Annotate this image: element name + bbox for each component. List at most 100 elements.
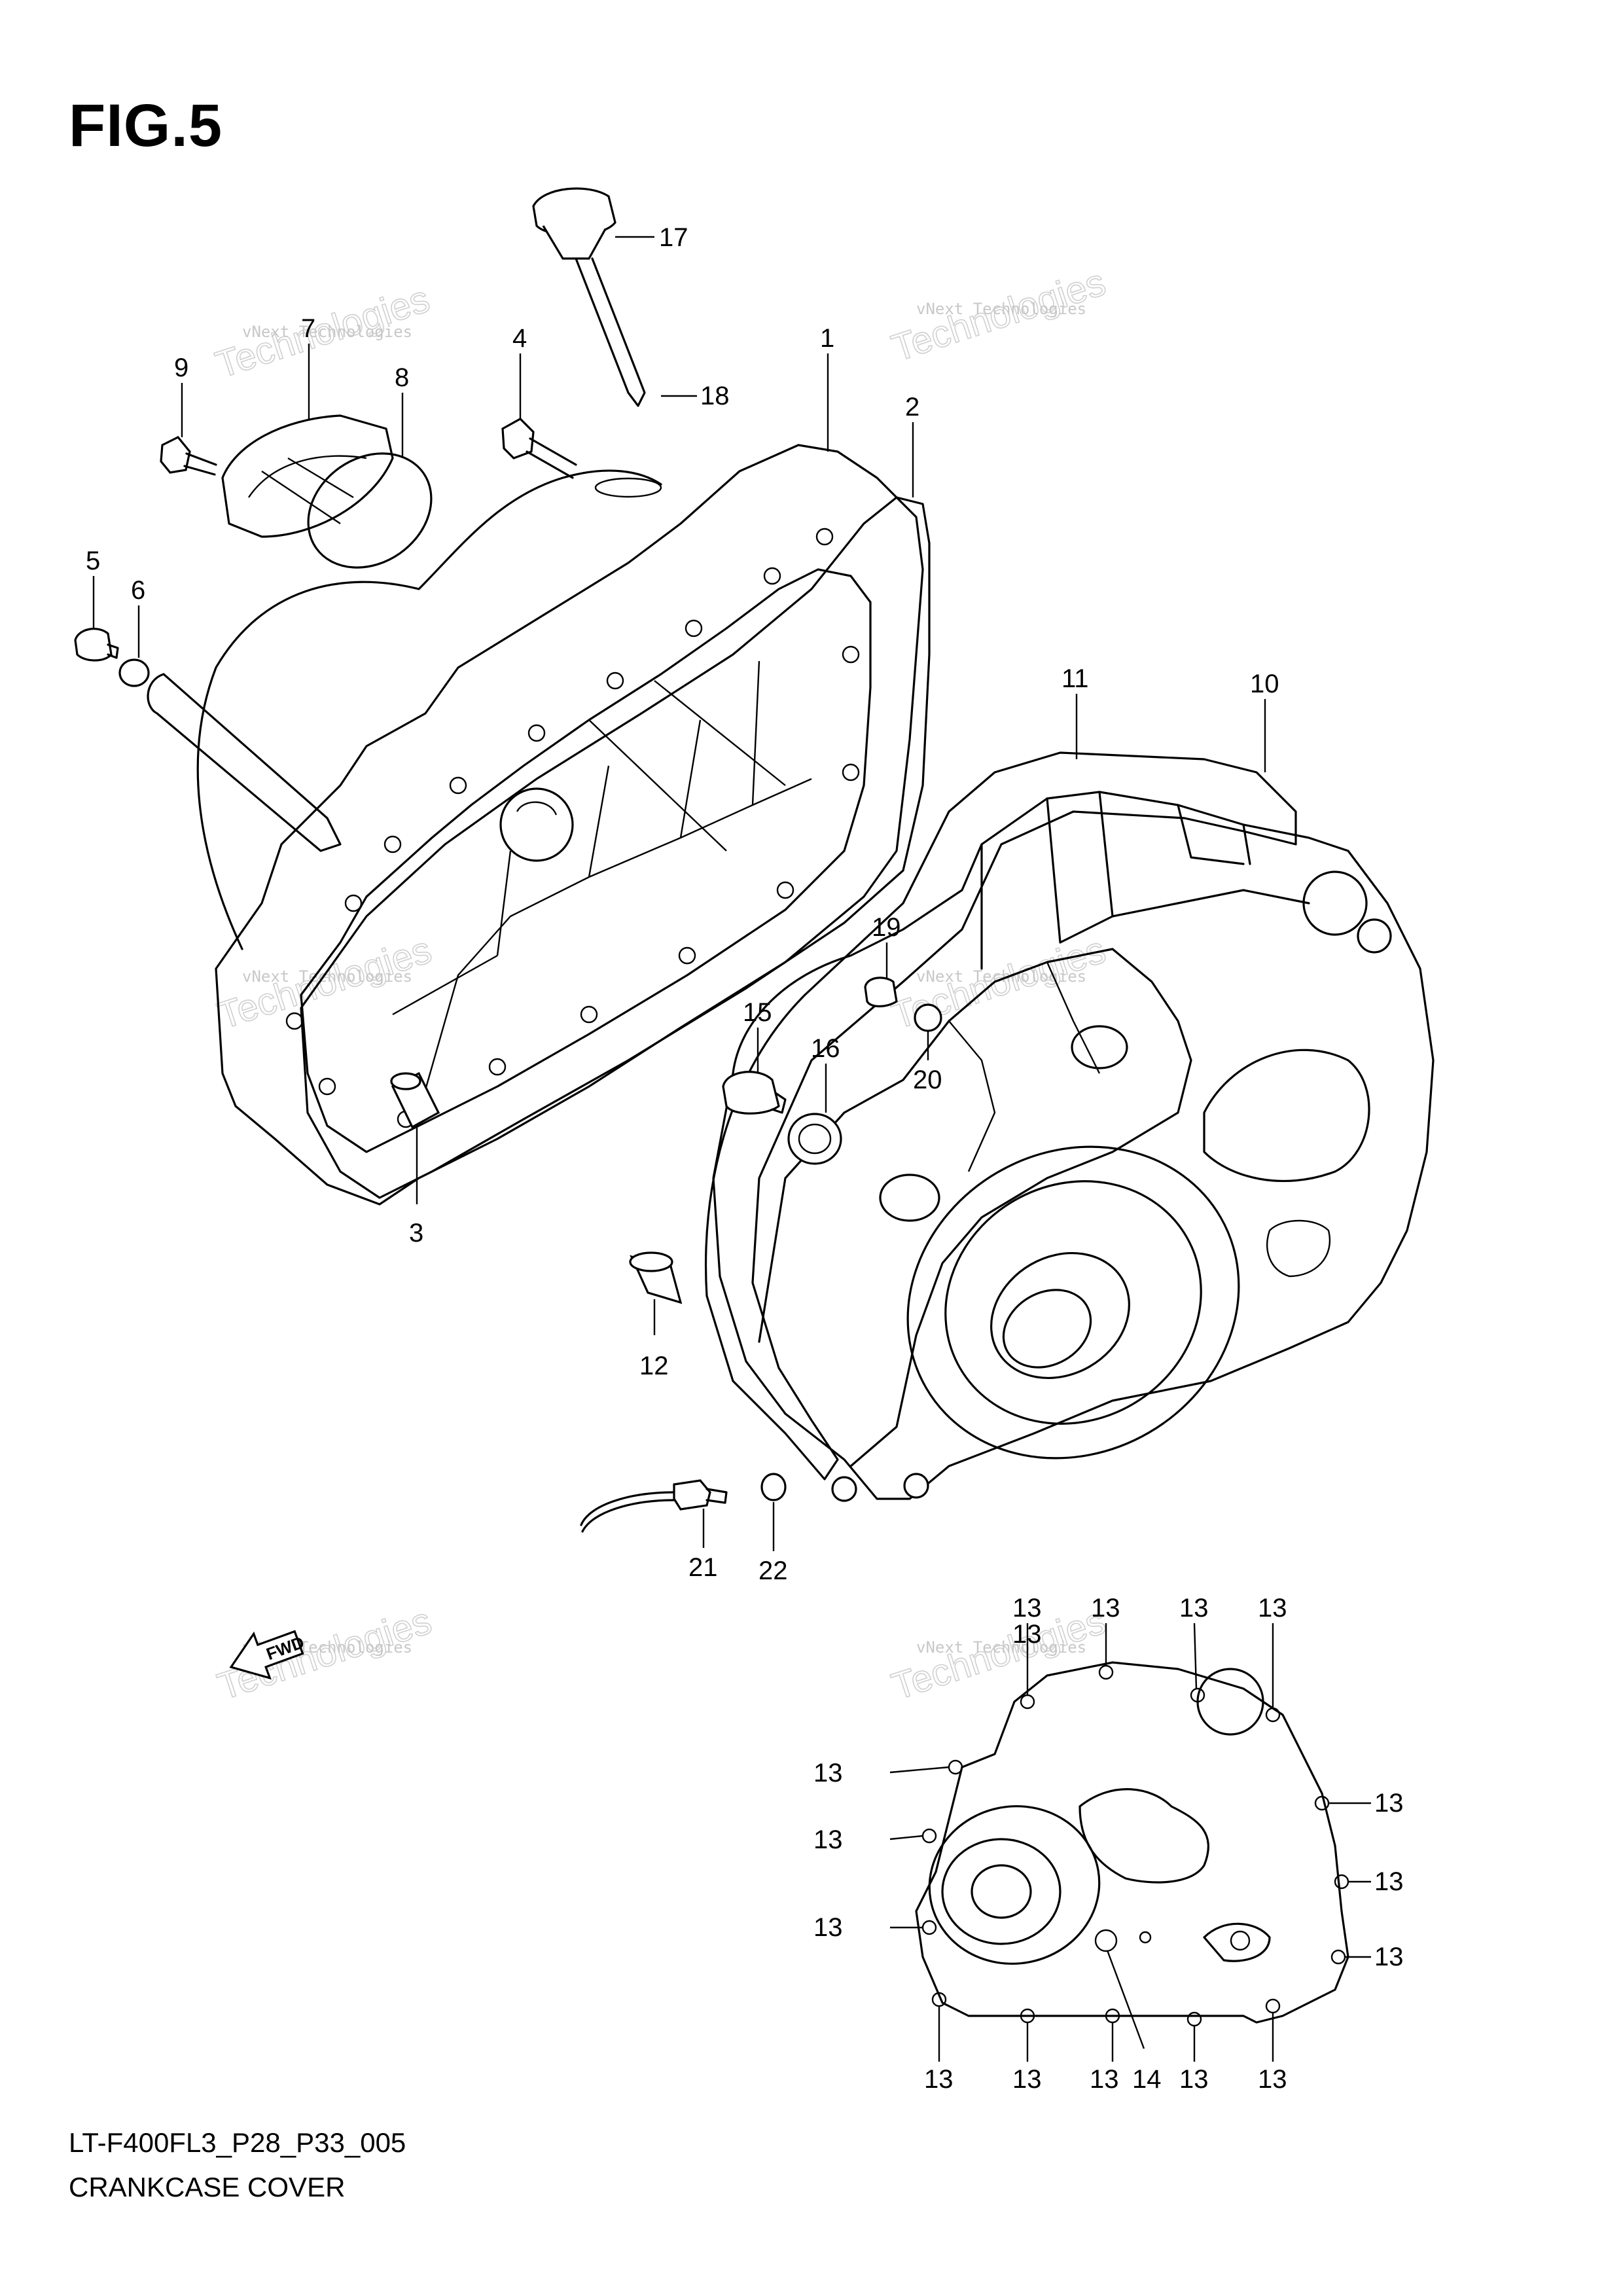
svg-text:vNext Technologies: vNext Technologies xyxy=(916,1638,1086,1657)
svg-text:13: 13 xyxy=(1258,1594,1287,1623)
washer-22 xyxy=(760,1473,787,1501)
callout-13-bottom-4: 13 xyxy=(1179,2026,1209,2094)
gasket-11 xyxy=(704,751,1297,1480)
svg-text:21: 21 xyxy=(688,1553,718,1582)
gasket-2 xyxy=(300,496,931,1199)
svg-text:7: 7 xyxy=(301,314,315,343)
callout-13-right-2: 13 xyxy=(1348,1867,1404,1896)
svg-text:2: 2 xyxy=(905,393,919,422)
callout-13-top-2: 13 xyxy=(1091,1594,1120,1666)
callout-16: 16 xyxy=(811,1034,840,1113)
svg-text:13: 13 xyxy=(1374,1867,1404,1896)
plug-5 xyxy=(74,628,119,662)
washer-20 xyxy=(914,1003,942,1032)
callout-19: 19 xyxy=(872,913,901,978)
callout-10: 10 xyxy=(1250,670,1279,772)
callout-11: 11 xyxy=(1061,664,1089,759)
svg-text:17: 17 xyxy=(659,223,688,252)
washer-6 xyxy=(118,658,150,687)
o-ring-8 xyxy=(307,452,433,569)
plug-19 xyxy=(864,977,898,1008)
callout-14: 14 xyxy=(1106,1950,1162,2094)
callout-3: 3 xyxy=(409,1126,423,1247)
cap-7 xyxy=(221,414,394,538)
figure-code: LT-F400FL3_P28_P33_005 xyxy=(69,2127,406,2158)
callout-8: 8 xyxy=(395,363,409,458)
svg-text:vNext Technologies: vNext Technologies xyxy=(916,967,1086,986)
callout-13-top-3: 13 xyxy=(1179,1594,1209,1689)
svg-text:13: 13 xyxy=(813,1759,843,1787)
svg-text:20: 20 xyxy=(913,1066,942,1094)
svg-text:16: 16 xyxy=(811,1034,840,1063)
callout-13-bottom-5: 13 xyxy=(1258,2013,1287,2094)
svg-text:11: 11 xyxy=(1061,664,1089,693)
figure-name: CRANKCASE COVER xyxy=(69,2172,346,2202)
svg-text:13: 13 xyxy=(1091,1594,1120,1623)
callout-6: 6 xyxy=(131,576,145,658)
bolt-9 xyxy=(160,435,217,476)
svg-text:13: 13 xyxy=(1012,1594,1042,1623)
o-ring-18 xyxy=(594,477,662,498)
svg-text:12: 12 xyxy=(639,1352,669,1380)
callout-18: 18 xyxy=(661,382,730,410)
callout-13-right-1: 13 xyxy=(1329,1789,1404,1818)
callout-13-bottom-1: 13 xyxy=(924,2006,954,2094)
svg-text:14: 14 xyxy=(1132,2065,1162,2094)
svg-text:4: 4 xyxy=(512,324,527,353)
svg-text:13: 13 xyxy=(1374,1789,1404,1818)
callout-5: 5 xyxy=(86,547,100,628)
svg-text:10: 10 xyxy=(1250,670,1279,698)
callout-13-top-4: 13 xyxy=(1258,1594,1287,1708)
svg-text:13: 13 xyxy=(1012,2065,1042,2094)
plug-15 xyxy=(722,1071,787,1115)
callout-13-bottom-2: 13 xyxy=(1012,2022,1042,2094)
svg-text:13: 13 xyxy=(813,1913,843,1942)
bolt-4 xyxy=(501,418,577,479)
callout-22: 22 xyxy=(758,1502,788,1585)
svg-text:13: 13 xyxy=(1258,2065,1287,2094)
svg-text:22: 22 xyxy=(758,1556,788,1585)
dowel-pin-3 xyxy=(390,1071,440,1129)
callout-21: 21 xyxy=(688,1509,718,1582)
callout-9: 9 xyxy=(174,353,188,437)
callout-13-top-1: 13 xyxy=(1012,1594,1042,1695)
svg-text:13: 13 xyxy=(1374,1943,1404,1971)
callout-17: 17 xyxy=(615,223,688,252)
callout-7: 7 xyxy=(301,314,315,419)
svg-text:13: 13 xyxy=(924,2065,954,2094)
cover-bottom-view xyxy=(915,1661,1349,2027)
callout-4: 4 xyxy=(512,324,527,419)
callout-13-extra: 13 xyxy=(1012,1620,1042,1649)
sensor-21 xyxy=(580,1479,728,1533)
svg-text:13: 13 xyxy=(1012,1620,1042,1649)
callout-13-bottom-3: 13 xyxy=(1090,2022,1119,2094)
flange-holes-left xyxy=(285,528,860,1128)
svg-text:vNext Technologies: vNext Technologies xyxy=(242,323,412,341)
svg-text:6: 6 xyxy=(131,576,145,605)
callout-13-right-3: 13 xyxy=(1345,1943,1404,1971)
svg-text:13: 13 xyxy=(1090,2065,1119,2094)
svg-text:13: 13 xyxy=(813,1825,843,1854)
callout-12: 12 xyxy=(639,1299,669,1380)
callout-2: 2 xyxy=(905,393,919,497)
watermark-6: Technologies vNext Technologies xyxy=(886,1599,1111,1709)
figure-title: FIG.5 xyxy=(69,92,223,159)
svg-text:9: 9 xyxy=(174,353,188,382)
dowel-pin-12 xyxy=(629,1251,683,1304)
forward-direction-badge: FWD xyxy=(229,1630,307,1680)
svg-text:8: 8 xyxy=(395,363,409,392)
svg-text:3: 3 xyxy=(409,1219,423,1247)
svg-text:1: 1 xyxy=(820,324,834,353)
svg-text:18: 18 xyxy=(700,382,730,410)
watermarks: Technologies vNext Technologies Technolo… xyxy=(210,260,1111,1709)
svg-text:13: 13 xyxy=(1179,1594,1209,1623)
crankcase-cover-left xyxy=(147,444,924,1206)
callout-15: 15 xyxy=(743,998,772,1073)
callout-13-left-3: 13 xyxy=(813,1913,923,1942)
svg-text:vNext Technologies: vNext Technologies xyxy=(916,300,1086,318)
callout-1: 1 xyxy=(820,324,834,452)
callouts: 1 2 3 4 5 6 7 8 9 10 11 12 15 16 17 18 1… xyxy=(86,223,1404,2094)
svg-text:5: 5 xyxy=(86,547,100,575)
callout-13-left-1: 13 xyxy=(813,1759,950,1787)
